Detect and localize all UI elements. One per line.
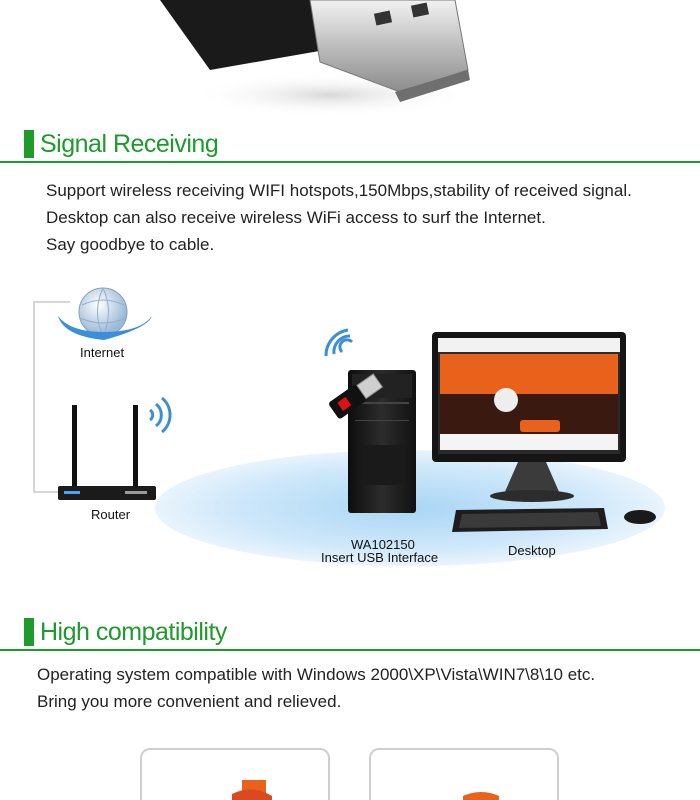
mouse-icon	[624, 510, 656, 524]
keyboard-icon	[452, 508, 608, 532]
router-label: Router	[91, 507, 131, 522]
monitor-icon	[432, 332, 626, 502]
os-logo-card	[140, 748, 330, 800]
desktop-label: Desktop	[508, 543, 556, 558]
internet-label: Internet	[80, 345, 125, 360]
section-heading-compat: High compatibility	[0, 616, 700, 651]
adapter-model-label: WA102150	[351, 537, 415, 552]
section-heading-signal: Signal Receiving	[0, 128, 700, 163]
heading-accent-bar	[24, 618, 34, 646]
adapter-desc-label: Insert USB Interface	[321, 550, 439, 565]
os-logo-icon	[463, 792, 499, 800]
paragraph-line: Bring you more convenient and relieved.	[37, 692, 342, 711]
paragraph-line: Support wireless receiving WIFI hotspots…	[46, 181, 632, 200]
section-title: Signal Receiving	[40, 130, 219, 158]
wifi-icon	[148, 396, 172, 434]
router-icon	[58, 405, 156, 500]
wifi-icon	[324, 328, 354, 357]
paragraph-line: Operating system compatible with Windows…	[37, 665, 596, 684]
usb-adapter-image	[160, 0, 470, 117]
globe-icon	[58, 287, 152, 340]
heading-divider	[0, 161, 700, 163]
heading-divider	[0, 649, 700, 651]
paragraph-line: Say goodbye to cable.	[46, 235, 215, 254]
pc-tower-icon	[348, 370, 416, 513]
network-diagram	[33, 287, 665, 566]
paragraph-line: Desktop can also receive wireless WiFi a…	[46, 208, 546, 227]
heading-accent-bar	[24, 130, 34, 158]
section-title: High compatibility	[40, 618, 227, 646]
os-logo-icon	[232, 780, 272, 800]
os-logo-card	[369, 748, 559, 800]
usb-dongle-icon	[329, 373, 384, 419]
